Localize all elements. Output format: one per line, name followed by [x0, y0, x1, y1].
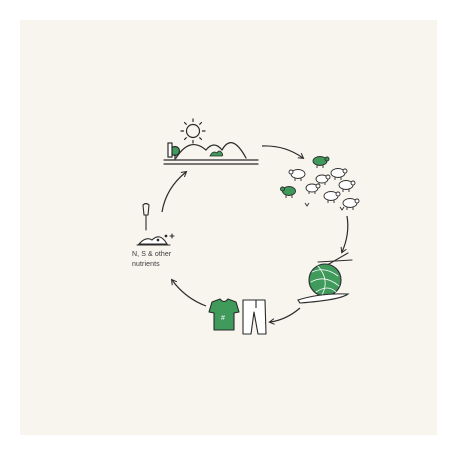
arrow-sheep-to-yarn — [342, 216, 348, 252]
soil-nutrients-label: N, S & other nutrients — [132, 250, 202, 270]
arrow-pasture-to-sheep — [262, 146, 303, 158]
arrow-garments-to-soil — [172, 280, 206, 306]
garments-icon: # — [209, 299, 266, 334]
soil-nutrients-icon — [137, 204, 174, 246]
pasture-with-sun-icon — [164, 119, 258, 164]
yarn-ball-icon — [298, 253, 352, 303]
arrow-soil-to-pasture — [162, 172, 186, 212]
label-line-1: N, S & other — [132, 250, 202, 260]
shirt-hash-mark: # — [221, 315, 225, 322]
sheep-flock-icon — [281, 157, 360, 211]
label-line-2: nutrients — [132, 260, 202, 270]
arrow-yarn-to-garments — [270, 308, 300, 322]
